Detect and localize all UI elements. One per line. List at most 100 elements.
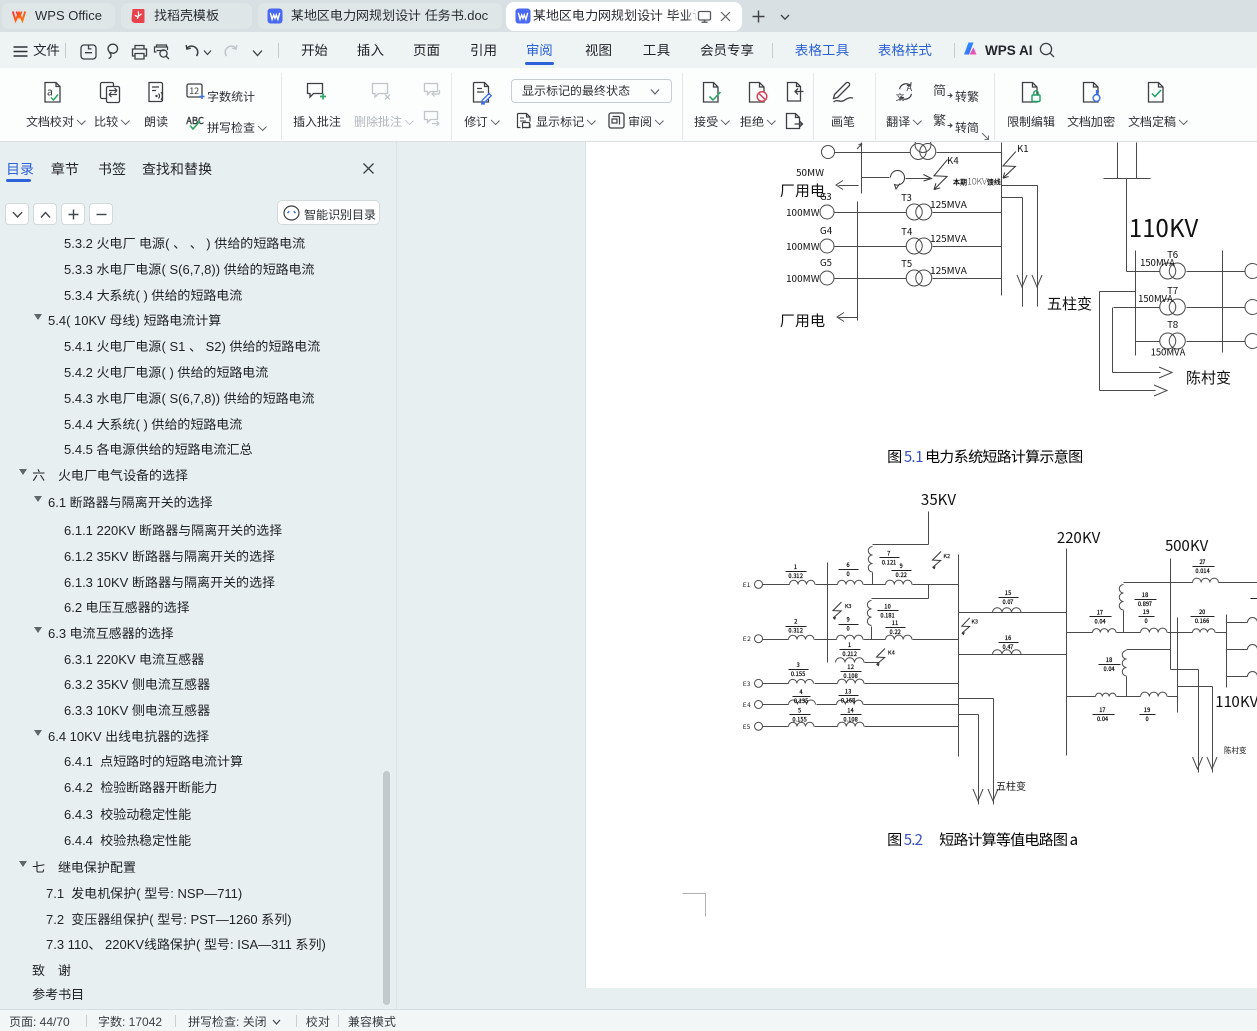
svg-text:16: 16 [1005,633,1011,642]
svg-text:100MW: 100MW [786,238,820,253]
svg-text:9: 9 [846,615,849,624]
svg-text:T5: T5 [900,256,912,270]
svg-text:文: 文 [896,91,906,103]
svg-text:0.166: 0.166 [1195,616,1209,625]
svg-text:9: 9 [899,561,902,570]
svg-text:T3: T3 [900,190,912,204]
svg-text:0.22: 0.22 [889,627,901,636]
svg-text:0.181: 0.181 [880,611,894,620]
svg-text:T8: T8 [1166,317,1178,331]
svg-text:图 5.2 短路计算等值电路图 a: 图 5.2 短路计算等值电路图 a [887,829,1078,850]
svg-text:0: 0 [846,624,849,633]
svg-text:0.108: 0.108 [843,715,858,724]
svg-text:K3: K3 [972,618,980,626]
svg-text:K4: K4 [888,649,896,657]
svg-text:G5: G5 [820,255,832,269]
svg-text:T4: T4 [900,224,912,238]
svg-text:100MW: 100MW [786,270,820,285]
svg-text:12: 12 [847,662,854,671]
svg-text:110KV: 110KV [1129,209,1198,244]
svg-text:E2: E2 [743,633,751,643]
svg-text:五柱变: 五柱变 [1047,293,1092,314]
svg-text:5: 5 [797,706,801,715]
svg-text:0.897: 0.897 [1138,599,1153,608]
svg-text:7: 7 [887,549,891,558]
svg-text:a: a [47,84,53,100]
svg-text:110KV: 110KV [1215,691,1257,712]
svg-text:150MVA: 150MVA [1151,345,1186,359]
svg-text:125MVA: 125MVA [930,230,968,245]
svg-text:20: 20 [1199,607,1205,616]
svg-text:E1: E1 [743,579,750,589]
svg-text:0: 0 [1145,714,1148,723]
svg-text:0.135: 0.135 [794,696,808,705]
svg-text:17: 17 [1097,607,1104,616]
svg-text:繁: 繁 [933,112,946,129]
svg-text:G4: G4 [820,223,832,237]
svg-text:0.121: 0.121 [882,558,896,567]
svg-text:E4: E4 [743,699,751,709]
svg-text:14: 14 [847,706,854,715]
svg-text:0.312: 0.312 [788,571,803,580]
svg-text:T6: T6 [1166,247,1178,261]
svg-text:陈村变: 陈村变 [1186,367,1231,388]
svg-text:本期10KV馈线: 本期10KV馈线 [952,175,1001,188]
svg-text:K1: K1 [1017,142,1028,155]
svg-text:1: 1 [848,640,851,649]
svg-text:100MW: 100MW [786,204,820,219]
svg-text:220KV: 220KV [1057,527,1101,548]
svg-text:12: 12 [189,84,199,97]
svg-text:15: 15 [1005,588,1011,597]
svg-text:0.312: 0.312 [788,626,803,635]
svg-text:K3: K3 [845,602,853,610]
svg-text:13: 13 [845,686,852,695]
svg-text:19: 19 [1144,705,1150,714]
svg-text:125MVA: 125MVA [930,262,968,277]
svg-text:0.108: 0.108 [843,671,858,680]
svg-text:11: 11 [892,618,898,627]
svg-text:A: A [906,81,912,94]
svg-text:0.22: 0.22 [895,570,907,579]
svg-text:陈村变: 陈村变 [1224,745,1247,756]
svg-text:18: 18 [1142,590,1149,599]
svg-text:0: 0 [846,569,849,578]
svg-text:35KV: 35KV [921,489,956,510]
svg-text:150MVA: 150MVA [1140,255,1175,269]
svg-text:厂用电: 厂用电 [780,310,825,331]
svg-text:0.168: 0.168 [841,695,856,704]
svg-text:简: 简 [933,82,946,99]
svg-text:ABC: ABC [186,115,204,127]
svg-text:19: 19 [1143,607,1149,616]
svg-text:4: 4 [799,687,803,696]
svg-text:E5: E5 [743,721,750,731]
svg-text:500KV: 500KV [1164,535,1209,556]
svg-text:0.04: 0.04 [1097,714,1109,723]
svg-text:150MVA: 150MVA [1138,291,1173,305]
svg-text:3: 3 [796,660,800,669]
svg-text:0.47: 0.47 [1002,642,1014,651]
svg-text:五柱变: 五柱变 [996,778,1026,793]
svg-text:0.04: 0.04 [1103,664,1115,673]
svg-text:0.155: 0.155 [791,669,805,678]
svg-text:0.04: 0.04 [1094,616,1106,625]
svg-text:0.07: 0.07 [1002,597,1014,606]
svg-text:6: 6 [846,560,849,569]
svg-text:1: 1 [794,562,797,571]
svg-text:K4: K4 [947,153,958,167]
svg-text:27: 27 [1199,557,1206,566]
svg-text:0: 0 [1144,616,1147,625]
svg-text:0.155: 0.155 [792,715,806,724]
svg-text:10: 10 [884,602,890,611]
svg-text:0.014: 0.014 [1195,566,1210,575]
svg-text:2: 2 [794,617,798,626]
svg-text:E3: E3 [743,678,750,688]
svg-text:18: 18 [1106,655,1113,664]
svg-text:K2: K2 [944,552,952,560]
svg-text:T7: T7 [1166,283,1178,297]
svg-text:50MW: 50MW [796,164,824,179]
svg-text:图 5.1 电力系统短路计算示意图: 图 5.1 电力系统短路计算示意图 [887,446,1083,467]
svg-text:厂用电: 厂用电 [780,180,825,201]
svg-text:0.212: 0.212 [842,649,857,658]
svg-text:125MVA: 125MVA [930,196,968,211]
svg-text:17: 17 [1099,705,1106,714]
